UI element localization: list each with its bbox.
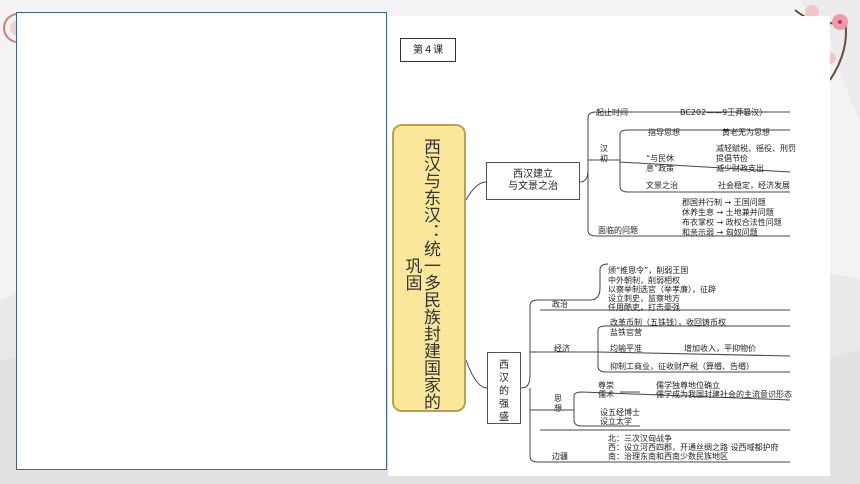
politics-item: 任用酷吏，打击豪强 xyxy=(608,303,680,312)
thought-item: 设五经博士 xyxy=(600,408,640,417)
root-title: 西汉与东汉：统一多民族封建国家的巩固 xyxy=(401,138,441,410)
node2-line5: 盛 xyxy=(499,412,509,423)
politics-item: 以察举制选官（举孝廉），征辟 xyxy=(608,285,716,294)
economy-label: 经济 xyxy=(554,344,570,353)
blank-panel xyxy=(16,12,387,470)
start-end-value: BC202——9王莽篡汉） xyxy=(680,108,768,117)
economy-item: 抑制工商业，征收财产税（算缗、告缗） xyxy=(610,362,754,371)
node-western-han-prosperity: 西 汉 的 强 盛 xyxy=(487,352,521,424)
problem-item: 郡国并行制 → 王国问题 xyxy=(682,198,766,207)
frontier-item: 西：设立河西四郡，开通丝绸之路 设西域都护府 xyxy=(608,443,779,452)
politics-item: 颁“推恩令”，削弱王国 xyxy=(608,266,689,275)
wenjing-label: 文景之治 xyxy=(646,181,678,190)
frontier-item: 南：治理东南和西南少数民族地区 xyxy=(608,452,728,461)
thought-label-1: 思 xyxy=(554,394,562,403)
lesson-label: 第４课 xyxy=(400,38,456,62)
wenjing-value: 社会稳定，经济发展 xyxy=(718,181,790,190)
frontier-item: 北：三次汉匈战争 xyxy=(608,434,672,443)
thought-item: 儒学成为我国封建社会的主流意识形态 xyxy=(656,390,792,399)
hanchu-label-1: 汉 xyxy=(600,144,608,153)
economy-item: 增加收入，平抑物价 xyxy=(684,344,756,353)
thought-sub-1: 尊崇 xyxy=(598,381,614,390)
economy-item: 盐铁官营 xyxy=(610,328,642,337)
thought-sub-2: 儒术 xyxy=(598,390,614,399)
policy-label-1: “与民休 xyxy=(646,154,675,163)
frontier-label: 边疆 xyxy=(552,452,568,461)
hanchu-label-2: 初 xyxy=(600,154,608,163)
node1-line2: 与文景之治 xyxy=(508,181,558,192)
problem-item: 休养生息 → 土地兼并问题 xyxy=(682,208,774,217)
policy-value-3: 减少财政支出 xyxy=(716,164,764,173)
node2-line1: 西 xyxy=(499,360,509,371)
economy-item: 改革币制（五铢钱），收回铸币权 xyxy=(610,318,726,327)
start-end-label: 起止时间 xyxy=(596,108,628,117)
policy-value-1: 减轻赋税、徭役、刑罚 xyxy=(716,144,796,153)
node1-line1: 西汉建立 xyxy=(513,169,553,180)
politics-item: 设立刺史，监察地方 xyxy=(608,294,680,303)
node2-line2: 汉 xyxy=(499,373,509,384)
thought-label-2: 想 xyxy=(554,404,562,413)
problem-item: 和亲示弱 → 匈奴问题 xyxy=(682,228,758,237)
node2-line4: 强 xyxy=(499,399,509,410)
policy-label-2: 息”政策 xyxy=(646,164,675,173)
politics-item: 中外朝制，削弱相权 xyxy=(608,276,680,285)
guide-thought-label: 指导思想 xyxy=(648,128,680,137)
thought-item: 儒学独尊地位确立 xyxy=(656,381,720,390)
policy-value-2: 提倡节俭 xyxy=(716,154,748,163)
guide-thought-value: 黄老无为思想 xyxy=(722,128,770,137)
thought-item: 设立太学 xyxy=(600,417,632,426)
node2-line3: 的 xyxy=(499,386,509,397)
problems-label: 面临的问题 xyxy=(598,226,638,235)
node-western-han-founding: 西汉建立 与文景之治 xyxy=(486,162,580,200)
root-topic: 西汉与东汉：统一多民族封建国家的巩固 xyxy=(392,124,466,412)
economy-item: 均输平准 xyxy=(610,344,642,353)
politics-label: 政治 xyxy=(552,300,568,309)
problem-item: 布衣掌权 → 政权合法性问题 xyxy=(682,218,782,227)
